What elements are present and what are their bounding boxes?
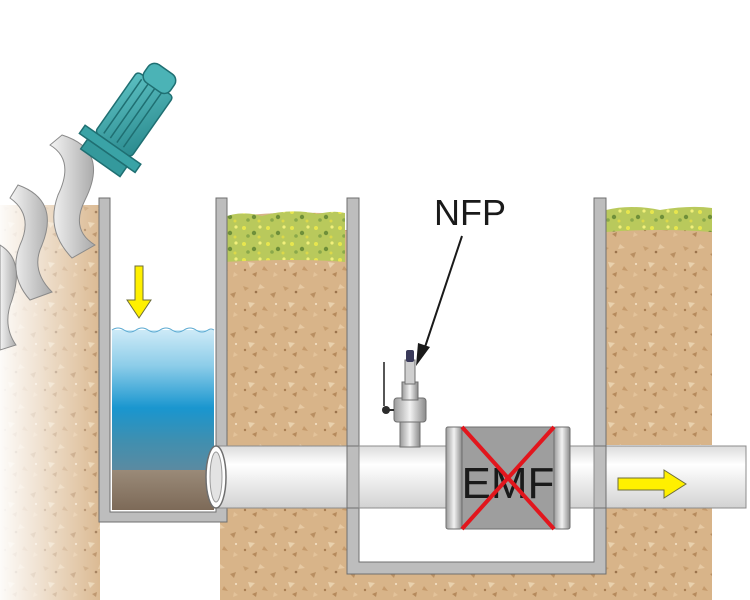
motor-icon bbox=[78, 62, 177, 178]
nfp-pointer-arrow bbox=[416, 235, 463, 366]
down-arrow-icon bbox=[126, 265, 152, 319]
sludge-layer bbox=[112, 470, 214, 510]
screw-conveyor-icon bbox=[0, 134, 96, 351]
nfp-sensor bbox=[382, 350, 427, 448]
grass-strip-right bbox=[606, 206, 712, 232]
wet-well-tank bbox=[98, 197, 228, 523]
right-arrow-icon bbox=[617, 469, 687, 499]
emf-meter: EMF bbox=[445, 425, 571, 531]
grass-strip-left bbox=[222, 211, 345, 262]
cross-out-line bbox=[460, 425, 556, 531]
nfp-label: NFP bbox=[434, 192, 506, 233]
water-body bbox=[112, 330, 214, 472]
emf-label: EMF bbox=[462, 459, 555, 508]
